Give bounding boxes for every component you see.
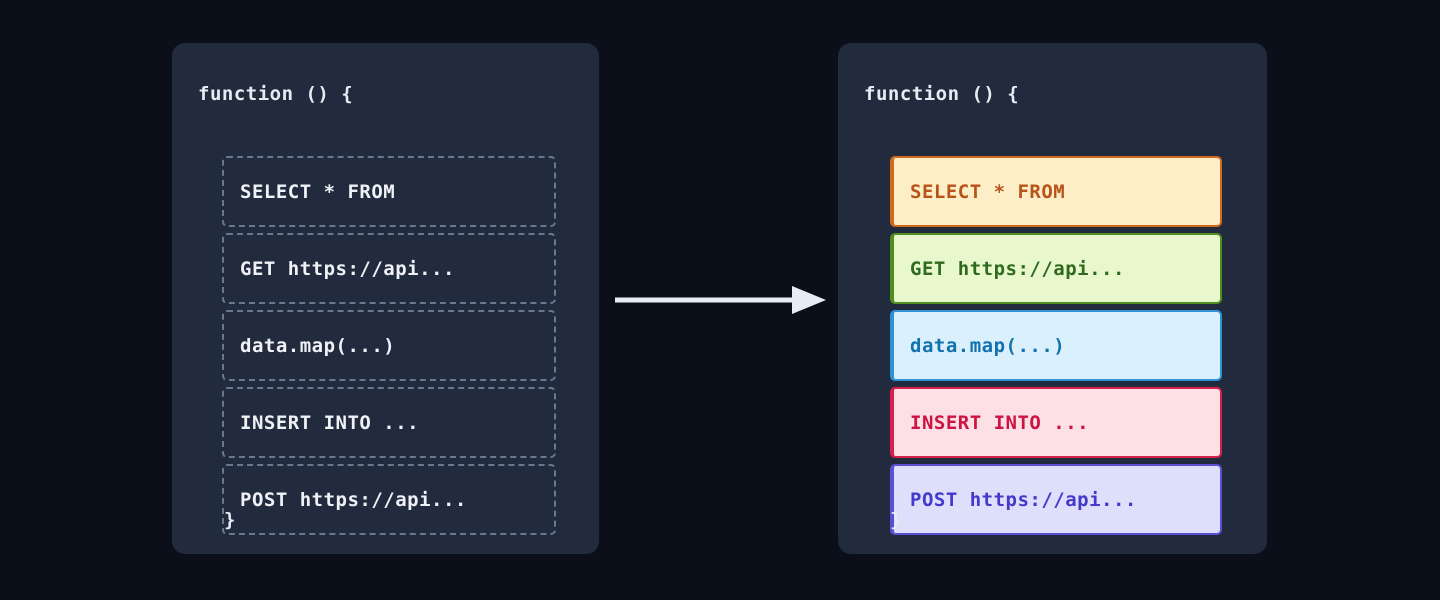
statement-label: INSERT INTO ... [910,411,1090,434]
code-panel-after: function () { SELECT * FROM GET https://… [838,43,1267,554]
arrow-right-icon [615,286,826,314]
statement-insert[interactable]: INSERT INTO ... [890,387,1222,458]
statement-post[interactable]: POST https://api... [890,464,1222,535]
statement-label: SELECT * FROM [910,180,1066,203]
statement-label: GET https://api... [240,257,455,280]
statement-label: GET https://api... [910,257,1125,280]
statement-label: POST https://api... [240,488,467,511]
statement-label: POST https://api... [910,488,1137,511]
statement-insert[interactable]: INSERT INTO ... [222,387,556,458]
statement-select[interactable]: SELECT * FROM [222,156,556,227]
code-panel-before: function () { SELECT * FROM GET https://… [172,43,599,554]
function-close-line: } [224,509,236,531]
statement-post[interactable]: POST https://api... [222,464,556,535]
statement-label: INSERT INTO ... [240,411,420,434]
statement-label: data.map(...) [240,334,396,357]
function-open-line: function () { [198,83,354,105]
statement-map[interactable]: data.map(...) [222,310,556,381]
statement-list-before: SELECT * FROM GET https://api... data.ma… [222,156,556,541]
statement-map[interactable]: data.map(...) [890,310,1222,381]
statement-get[interactable]: GET https://api... [890,233,1222,304]
statement-label: SELECT * FROM [240,180,396,203]
statement-label: data.map(...) [910,334,1066,357]
function-close-line: } [890,509,902,531]
statement-select[interactable]: SELECT * FROM [890,156,1222,227]
statement-list-after: SELECT * FROM GET https://api... data.ma… [890,156,1222,541]
statement-get[interactable]: GET https://api... [222,233,556,304]
function-open-line: function () { [864,83,1020,105]
